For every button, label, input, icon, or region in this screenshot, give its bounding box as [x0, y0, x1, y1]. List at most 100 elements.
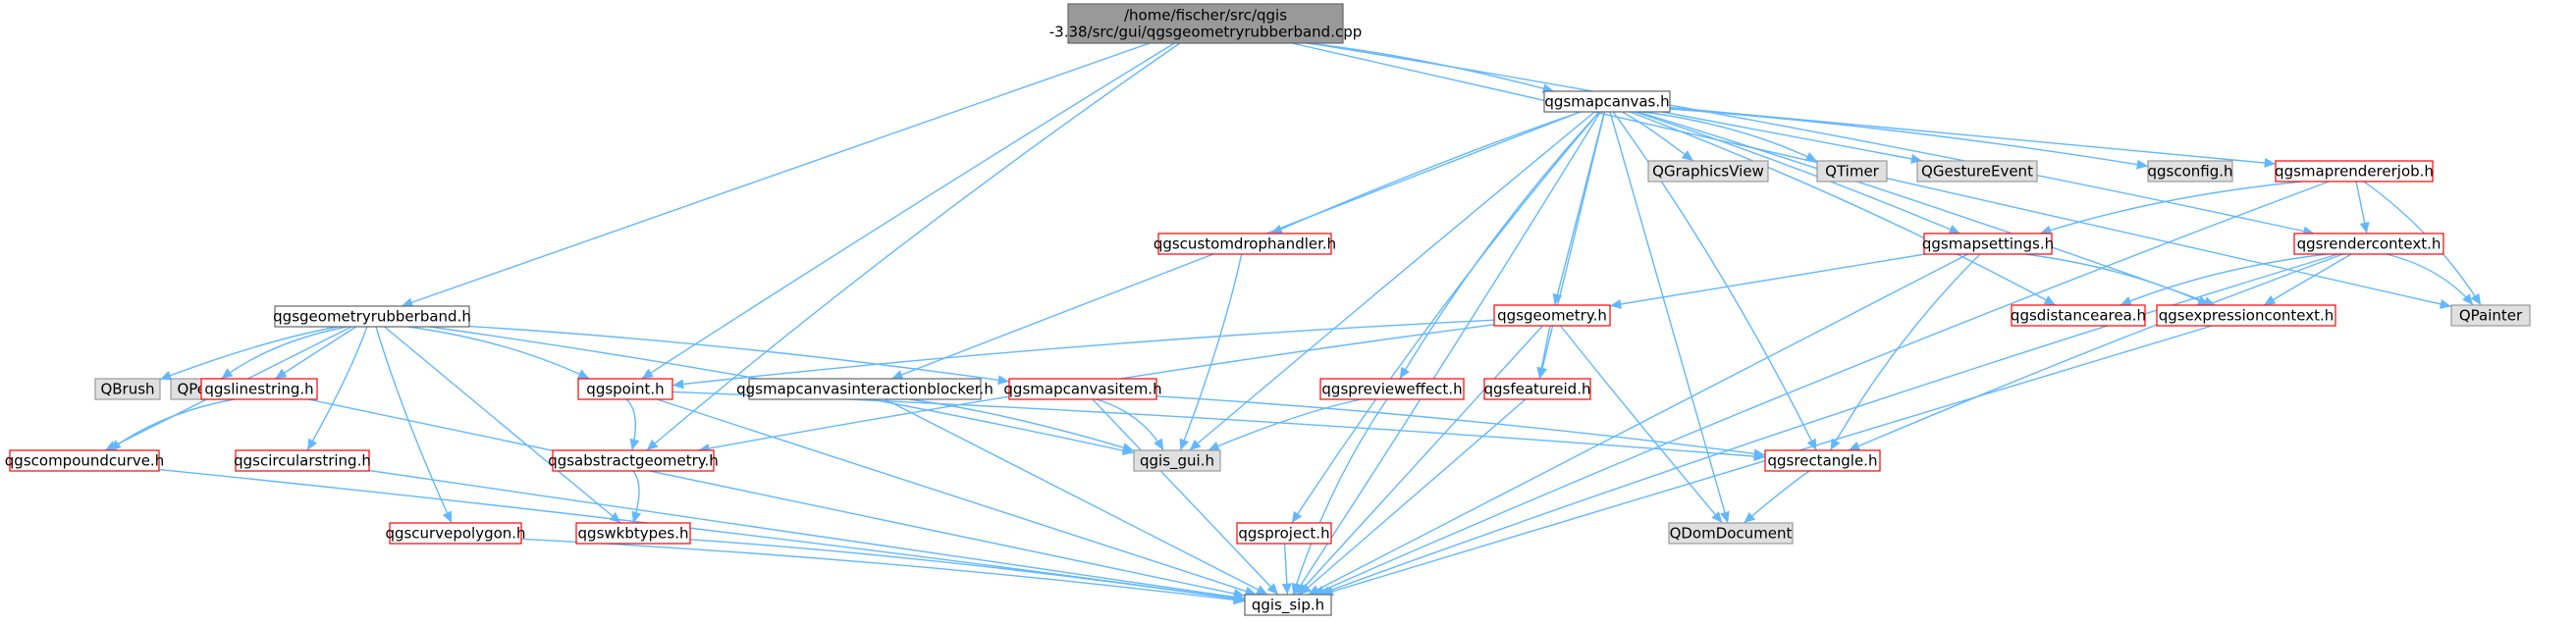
node-label: -3.38/src/gui/qgsgeometryrubberband.cpp: [1049, 24, 1363, 41]
edge-qgsmapsettings-to-qgsrectangle: [1829, 253, 1981, 451]
node-qgsgeometry[interactable]: qgsgeometry.h: [1493, 304, 1611, 327]
node-qgscurvepolygon[interactable]: qgscurvepolygon.h: [385, 522, 526, 545]
node-qgsexpressioncontext[interactable]: qgsexpressioncontext.h: [2156, 304, 2336, 327]
node-qgswkbtypes[interactable]: qgswkbtypes.h: [575, 522, 691, 545]
node-label: qgsgeometryrubberband.h: [273, 308, 471, 326]
node-label: QGestureEvent: [1921, 163, 2033, 181]
node-qgslinestring[interactable]: qgslinestring.h: [200, 378, 318, 400]
node-qgsmapcanvasinteractionblocker[interactable]: qgsmapcanvasinteractionblocker.h: [736, 378, 993, 400]
edge-root-to-qgsabstractgeometry: [646, 42, 1181, 451]
node-box: [1133, 449, 1221, 472]
node-qgscompoundcurve[interactable]: qgscompoundcurve.h: [5, 449, 164, 472]
node-box: [2147, 160, 2233, 182]
edge-qgspoint-to-qgsrectangle: [671, 391, 1766, 462]
node-QTimer[interactable]: QTimer: [1816, 160, 1888, 182]
node-qgsconfig[interactable]: qgsconfig.h: [2147, 160, 2233, 182]
edge-qgscustomdrophandler-to-qgis_gui: [1179, 253, 1243, 451]
edge-qgsfeatureid-to-qgis_sip: [1299, 398, 1527, 596]
edge-qgsrectangle-to-QDomDocument: [1743, 470, 1810, 524]
edge-qgslinestring-to-qgis_sip: [307, 398, 1246, 599]
node-label: qgsexpressioncontext.h: [2159, 307, 2334, 325]
node-qgsfeatureid[interactable]: qgsfeatureid.h: [1483, 378, 1591, 400]
node-label: qgis_sip.h: [1252, 597, 1324, 615]
node-label: qgsconfig.h: [2147, 163, 2232, 181]
node-label: qgspreviewеffect.h: [1321, 381, 1462, 398]
node-label: qgscompoundcurve.h: [5, 452, 164, 470]
edge-qgsmapcanvas-to-qgsrectangle: [1612, 111, 1817, 451]
node-QPainter[interactable]: QPainter: [2450, 304, 2531, 327]
dependency-nodes: /home/fischer/src/qgis-3.38/src/gui/qgsg…: [5, 3, 2531, 616]
edge-root-to-qgsmapcanvas: [1306, 42, 1555, 93]
node-qgis_sip[interactable]: qgis_sip.h: [1244, 594, 1332, 616]
node-label: qgscircularstring.h: [234, 452, 371, 470]
node-qgspoint[interactable]: qgspoint.h: [577, 378, 673, 400]
edge-root-to-qgsrendercontext: [1309, 42, 2315, 236]
node-qgsabstractgeometry[interactable]: qgsabstractgeometry.h: [548, 449, 719, 472]
node-box: [1816, 160, 1888, 182]
node-qgsdistancearea[interactable]: qgsdistancearea.h: [2011, 304, 2146, 327]
edge-qgsgeometryrubberband-to-qgslinestring: [274, 326, 357, 380]
node-box: [577, 378, 673, 400]
edge-qgsrendercontext-to-qgsexpressioncontext: [2263, 253, 2352, 306]
edge-qgsmapcanvas-to-QGraphicsView: [1621, 111, 1694, 162]
node-label: qgis_gui.h: [1140, 452, 1214, 471]
node-box: [1543, 90, 1671, 113]
node-qgsmapcanvasitem[interactable]: qgsmapcanvasitem.h: [1003, 378, 1162, 400]
edge-qgsmapsettings-to-qgsgeometry: [1609, 253, 1926, 309]
node-qgscustomdrophandler[interactable]: qgscustomdrophandler.h: [1154, 233, 1336, 255]
node-label: qgsdistancearea.h: [2011, 307, 2146, 325]
edge-qgspreviewеffect-to-qgis_sip: [1291, 398, 1388, 596]
node-qgsproject[interactable]: qgsproject.h: [1236, 522, 1332, 545]
node-qgspreviewеffect[interactable]: qgspreviewеffect.h: [1319, 378, 1465, 400]
node-box: [2011, 304, 2146, 327]
node-QGraphicsView[interactable]: QGraphicsView: [1647, 160, 1769, 182]
edge-qgsmapcanvas-to-qgis_sip: [1294, 111, 1601, 596]
node-label: QDomDocument: [1670, 525, 1793, 543]
node-qgsgeometryrubberband[interactable]: qgsgeometryrubberband.h: [273, 305, 471, 328]
node-box: [748, 378, 982, 400]
edge-qgsmapcanvas-to-qgis_gui: [1189, 111, 1595, 451]
node-label: qgsmapsettings.h: [1922, 235, 2054, 253]
node-qgscircularstring[interactable]: qgscircularstring.h: [234, 449, 371, 472]
edge-qgsgeometryrubberband-to-qgsmapcanvasitem: [468, 325, 1010, 386]
edge-qgsrendercontext-to-qgsrectangle: [1848, 253, 2343, 451]
edge-root-to-qgspoint: [641, 42, 1175, 380]
edge-qgsgeometry-to-qgsfeatureid: [1536, 325, 1551, 380]
edge-qgsmapcanvas-to-qgsproject: [1291, 111, 1600, 524]
node-qgsmapsettings[interactable]: qgsmapsettings.h: [1922, 233, 2054, 255]
node-qgsmapcanvas[interactable]: qgsmapcanvas.h: [1543, 90, 1671, 113]
edge-qgsgeometry-to-qgspoint: [671, 319, 1495, 390]
edge-qgsrendercontext-to-QPainter: [2386, 253, 2474, 306]
node-label: qgsmaprendererjob.h: [2275, 163, 2434, 181]
node-QDomDocument[interactable]: QDomDocument: [1668, 522, 1794, 545]
edge-root-to-qgsgeometryrubberband: [401, 42, 1151, 307]
node-qgsmaprendererjob[interactable]: qgsmaprendererjob.h: [2275, 160, 2434, 182]
node-QGestureEvent[interactable]: QGestureEvent: [1916, 160, 2038, 182]
node-box: [2275, 160, 2434, 182]
edge-qgsmapcanvas-to-QTimer: [1642, 111, 1818, 163]
node-box: [1668, 522, 1794, 545]
node-qgsrectangle[interactable]: qgsrectangle.h: [1764, 449, 1881, 472]
edge-qgsmapcanvas-to-qgsexpressioncontext: [1637, 111, 2216, 306]
node-QBrush[interactable]: QBrush: [94, 378, 161, 400]
node-box: [1319, 378, 1465, 400]
node-box: [235, 449, 370, 472]
node-label: qgslinestring.h: [204, 381, 313, 398]
edge-qgsmapcanvasinteractionblocker-to-qgis_sip: [885, 398, 1268, 596]
edge-qgswkbtypes-to-qgis_sip: [689, 539, 1246, 604]
node-root[interactable]: /home/fischer/src/qgis-3.38/src/gui/qgsg…: [1049, 3, 1363, 44]
edge-qgspoint-to-qgsabstractgeometry: [625, 398, 640, 451]
node-label: /home/fischer/src/qgis: [1124, 7, 1287, 25]
node-box: [9, 449, 160, 472]
edge-qgsmapcanvas-to-qgsfeatureid: [1537, 111, 1606, 380]
node-qgis_gui[interactable]: qgis_gui.h: [1133, 449, 1221, 472]
node-box: [2293, 233, 2444, 255]
node-box: [1236, 522, 1332, 545]
node-box: [1916, 160, 2038, 182]
node-qgsrendercontext[interactable]: qgsrendercontext.h: [2293, 233, 2444, 255]
edge-qgsgeometry-to-qgis_sip: [1297, 325, 1543, 596]
edge-qgscircularstring-to-qgis_sip: [368, 469, 1246, 602]
dependency-edges: [104, 42, 2482, 605]
edge-qgsmapcanvas-to-qgsdistancearea: [1629, 111, 2057, 306]
node-box: [1493, 304, 1611, 327]
